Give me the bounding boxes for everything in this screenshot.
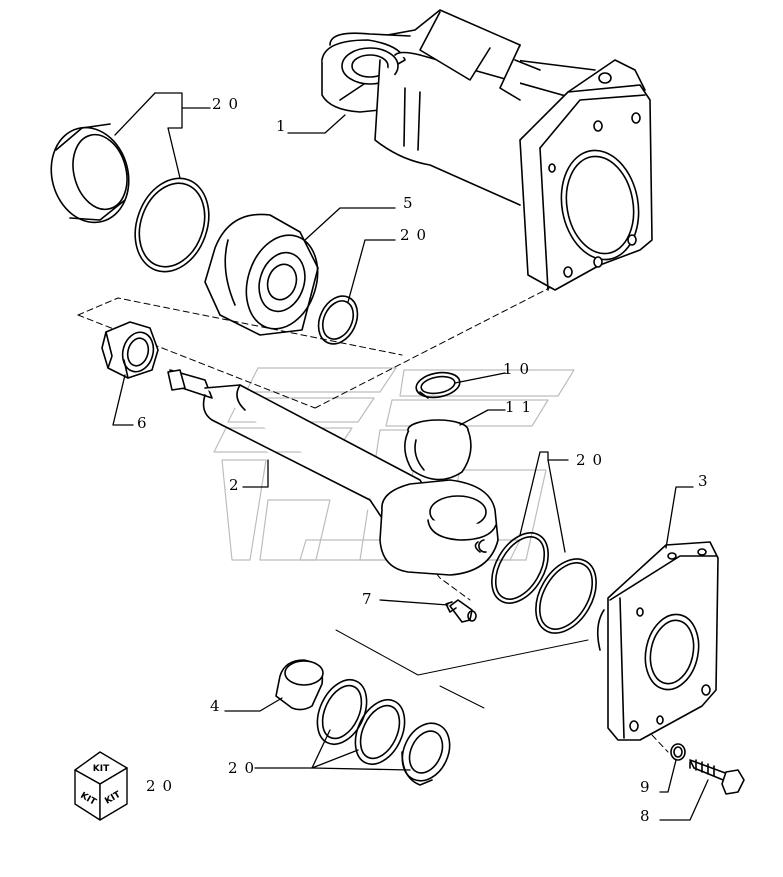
o-ring-top [134, 177, 210, 273]
callout-5: 5 [403, 194, 420, 212]
callout-7: 7 [362, 590, 379, 608]
callout-20-bottom: 20 [228, 759, 262, 777]
callout-20-kit: 20 [146, 777, 180, 795]
callout-8: 8 [640, 807, 657, 825]
cylinder-body [321, 9, 653, 291]
snap-ring-middle [317, 295, 359, 345]
bolt [689, 759, 745, 795]
kit-icon [74, 751, 128, 821]
callout-20-top: 20 [212, 95, 246, 113]
snap-ring-10 [415, 371, 461, 399]
seal-cup-top [50, 123, 130, 224]
callout-4: 4 [210, 697, 227, 715]
o-rings-right [491, 532, 597, 634]
head-flange [596, 541, 719, 741]
kit-label-top: KIT [93, 764, 110, 774]
piston-rod [167, 369, 499, 576]
callout-6: 6 [137, 414, 154, 432]
callout-11: 11 [505, 398, 539, 416]
bushing [275, 659, 324, 711]
alignment-solid-lines [335, 629, 589, 709]
callout-20-right: 20 [576, 451, 610, 469]
seals-bottom [316, 679, 451, 786]
callout-1: 1 [276, 117, 293, 135]
hex-nut [101, 321, 159, 379]
callout-10: 10 [503, 360, 537, 378]
callout-20-middle: 20 [400, 226, 434, 244]
washer [670, 743, 686, 761]
callout-9: 9 [640, 778, 657, 796]
leader-lines [112, 92, 709, 821]
callout-3: 3 [698, 472, 715, 490]
grease-fitting [445, 599, 477, 623]
piston [204, 213, 319, 336]
spherical-bearing [404, 419, 472, 481]
callout-2: 2 [229, 476, 246, 494]
